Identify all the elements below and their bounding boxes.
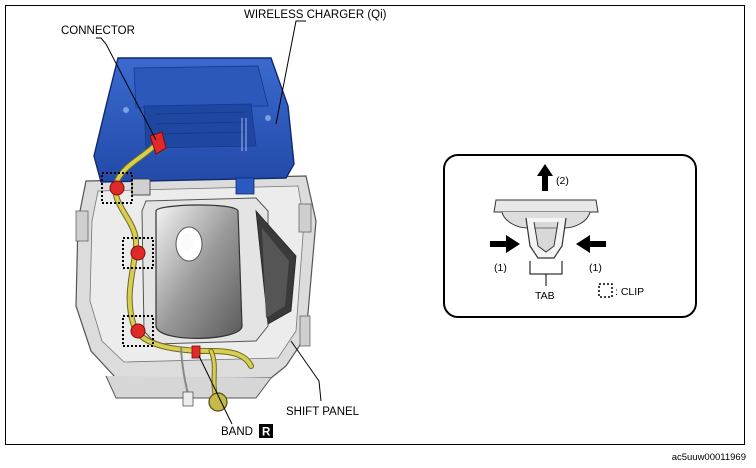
leader-lines (96, 20, 322, 425)
clip-upper (101, 172, 133, 204)
arrow-left-press-icon (576, 235, 606, 253)
band-part (191, 345, 201, 359)
connector-label: CONNECTOR (61, 25, 135, 37)
band-label: BAND (221, 426, 253, 438)
shift-panel-label: SHIFT PANEL (286, 406, 360, 418)
band-badge-box (259, 424, 273, 438)
figure-code: ac5uuw00011969 (671, 452, 746, 463)
diagram-canvas: CONNECTOR WIRELESS CHARGER (Qi) SHIFT PA… (61, 9, 697, 439)
arrow-up-icon (537, 164, 553, 191)
arrow-right-press-icon (490, 235, 520, 253)
wireless-charger-label: WIRELESS CHARGER (Qi) (244, 9, 387, 21)
band-badge: R (262, 427, 271, 439)
arrow-up-label: (2) (556, 175, 569, 187)
connector-part (149, 131, 167, 155)
arrow-right-label: (1) (589, 262, 602, 274)
clip-detail-inset: (2) (1) (1) TAB : CLIP (443, 154, 697, 318)
clip-legend-icon (598, 283, 613, 298)
clip-lower (122, 315, 154, 347)
clip-legend-label: : CLIP (615, 286, 644, 298)
harness-plug (182, 391, 228, 412)
arrow-left-label: (1) (494, 262, 507, 274)
shift-knob (155, 204, 243, 339)
clip-middle (122, 237, 154, 269)
tab-label: TAB (535, 290, 555, 302)
diagram-frame: CONNECTOR WIRELESS CHARGER (Qi) SHIFT PA… (5, 5, 745, 445)
